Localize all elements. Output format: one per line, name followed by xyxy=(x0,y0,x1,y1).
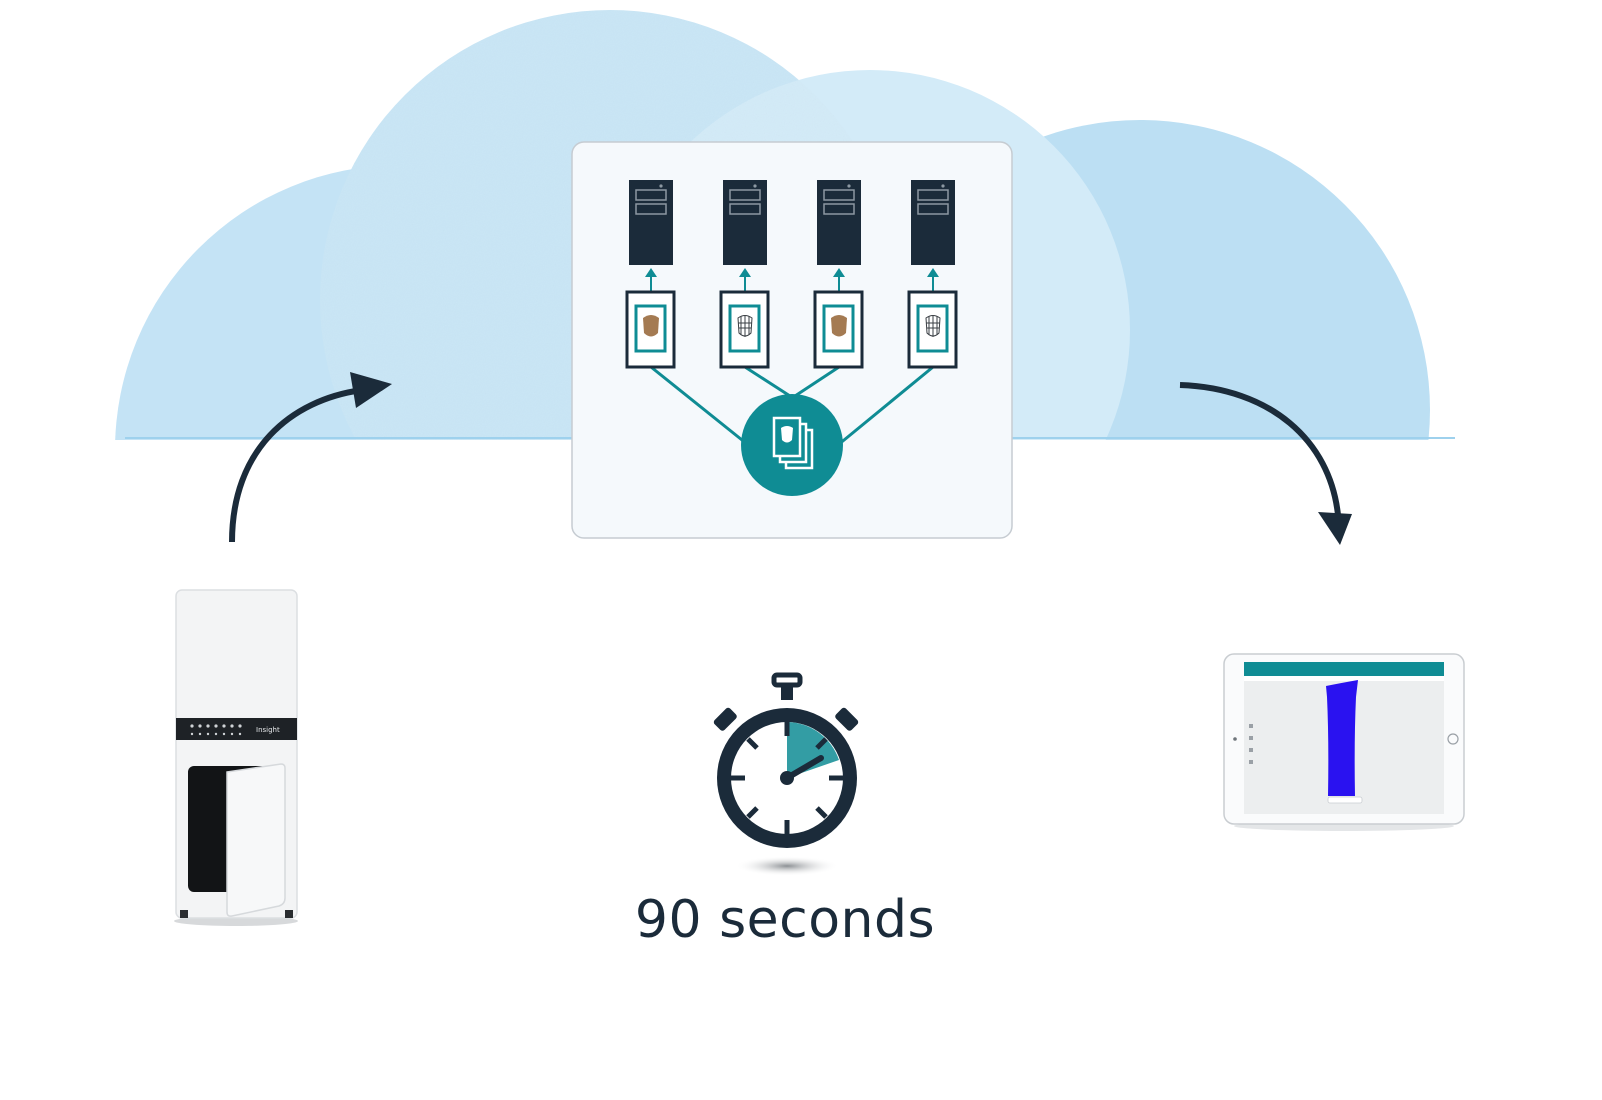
job-card xyxy=(813,290,864,369)
connector-lines xyxy=(650,365,934,450)
server-icon xyxy=(817,180,861,265)
job-card xyxy=(907,290,958,369)
server-icon xyxy=(629,180,673,265)
printer-brand-label: Insight xyxy=(256,726,280,734)
arrow-up-icon xyxy=(229,372,392,543)
arrow-down-icon xyxy=(1179,382,1352,545)
shell-object-icon xyxy=(643,315,659,337)
server-icon xyxy=(723,180,767,265)
processing-panel xyxy=(571,141,1013,539)
job-card xyxy=(719,290,770,369)
mesh-basket-icon xyxy=(925,315,941,337)
stopwatch-icon xyxy=(713,672,859,876)
timer-label: 90 seconds xyxy=(634,890,936,950)
shell-object-icon xyxy=(831,315,847,337)
printer-image: Insight xyxy=(174,589,298,926)
upload-arrow-icon xyxy=(645,268,939,292)
mesh-basket-icon xyxy=(737,315,753,337)
tablet-image xyxy=(1223,653,1465,831)
document-stack-icon xyxy=(741,394,843,496)
server-icon xyxy=(911,180,955,265)
job-card xyxy=(625,290,676,369)
